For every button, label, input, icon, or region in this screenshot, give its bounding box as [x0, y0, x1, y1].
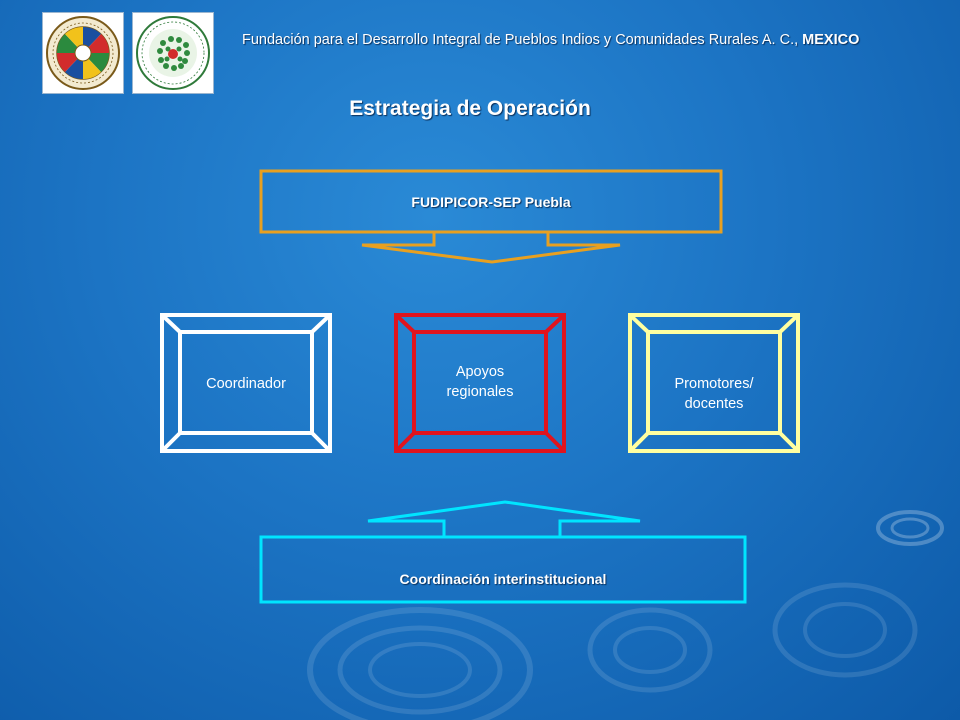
box-coordinador-label: Coordinador [180, 374, 312, 394]
header-country: MEXICO [802, 32, 860, 48]
bottom-arrow-label: Coordinación interinstitucional [399, 571, 607, 587]
page-title: Estrategia de Operación [349, 97, 591, 120]
background-ripples [307, 510, 944, 720]
top-arrow-label: FUDIPICOR-SEP Puebla [411, 194, 571, 210]
top-arrow-box [259, 169, 723, 234]
fudipicor-seal-icon [132, 12, 214, 94]
bottom-arrow [259, 500, 747, 604]
oas-seal-icon [42, 12, 124, 94]
box-label-line: Apoyos [455, 364, 505, 380]
box-label-line: Coordinador [206, 376, 286, 392]
box-promotores-docentes [628, 313, 800, 453]
box-label-line: Promotores/ [674, 376, 754, 392]
box-coordinador [160, 313, 332, 453]
top-arrow [259, 169, 723, 264]
header-org-text: Fundación para el Desarrollo Integral de… [242, 32, 799, 48]
bottom-arrow-head [367, 500, 641, 537]
top-arrow-head [361, 232, 621, 264]
box-label-line: docentes [684, 396, 744, 412]
bottom-arrow-box [259, 535, 747, 604]
box-label-line: regionales [446, 384, 514, 400]
box-promotores-docentes-label: Promotores/ docentes [648, 374, 780, 414]
box-apoyos-regionales-label: Apoyos regionales [414, 362, 546, 402]
header-organization: Fundación para el Desarrollo Integral de… [242, 32, 942, 48]
box-apoyos-regionales [394, 313, 566, 453]
